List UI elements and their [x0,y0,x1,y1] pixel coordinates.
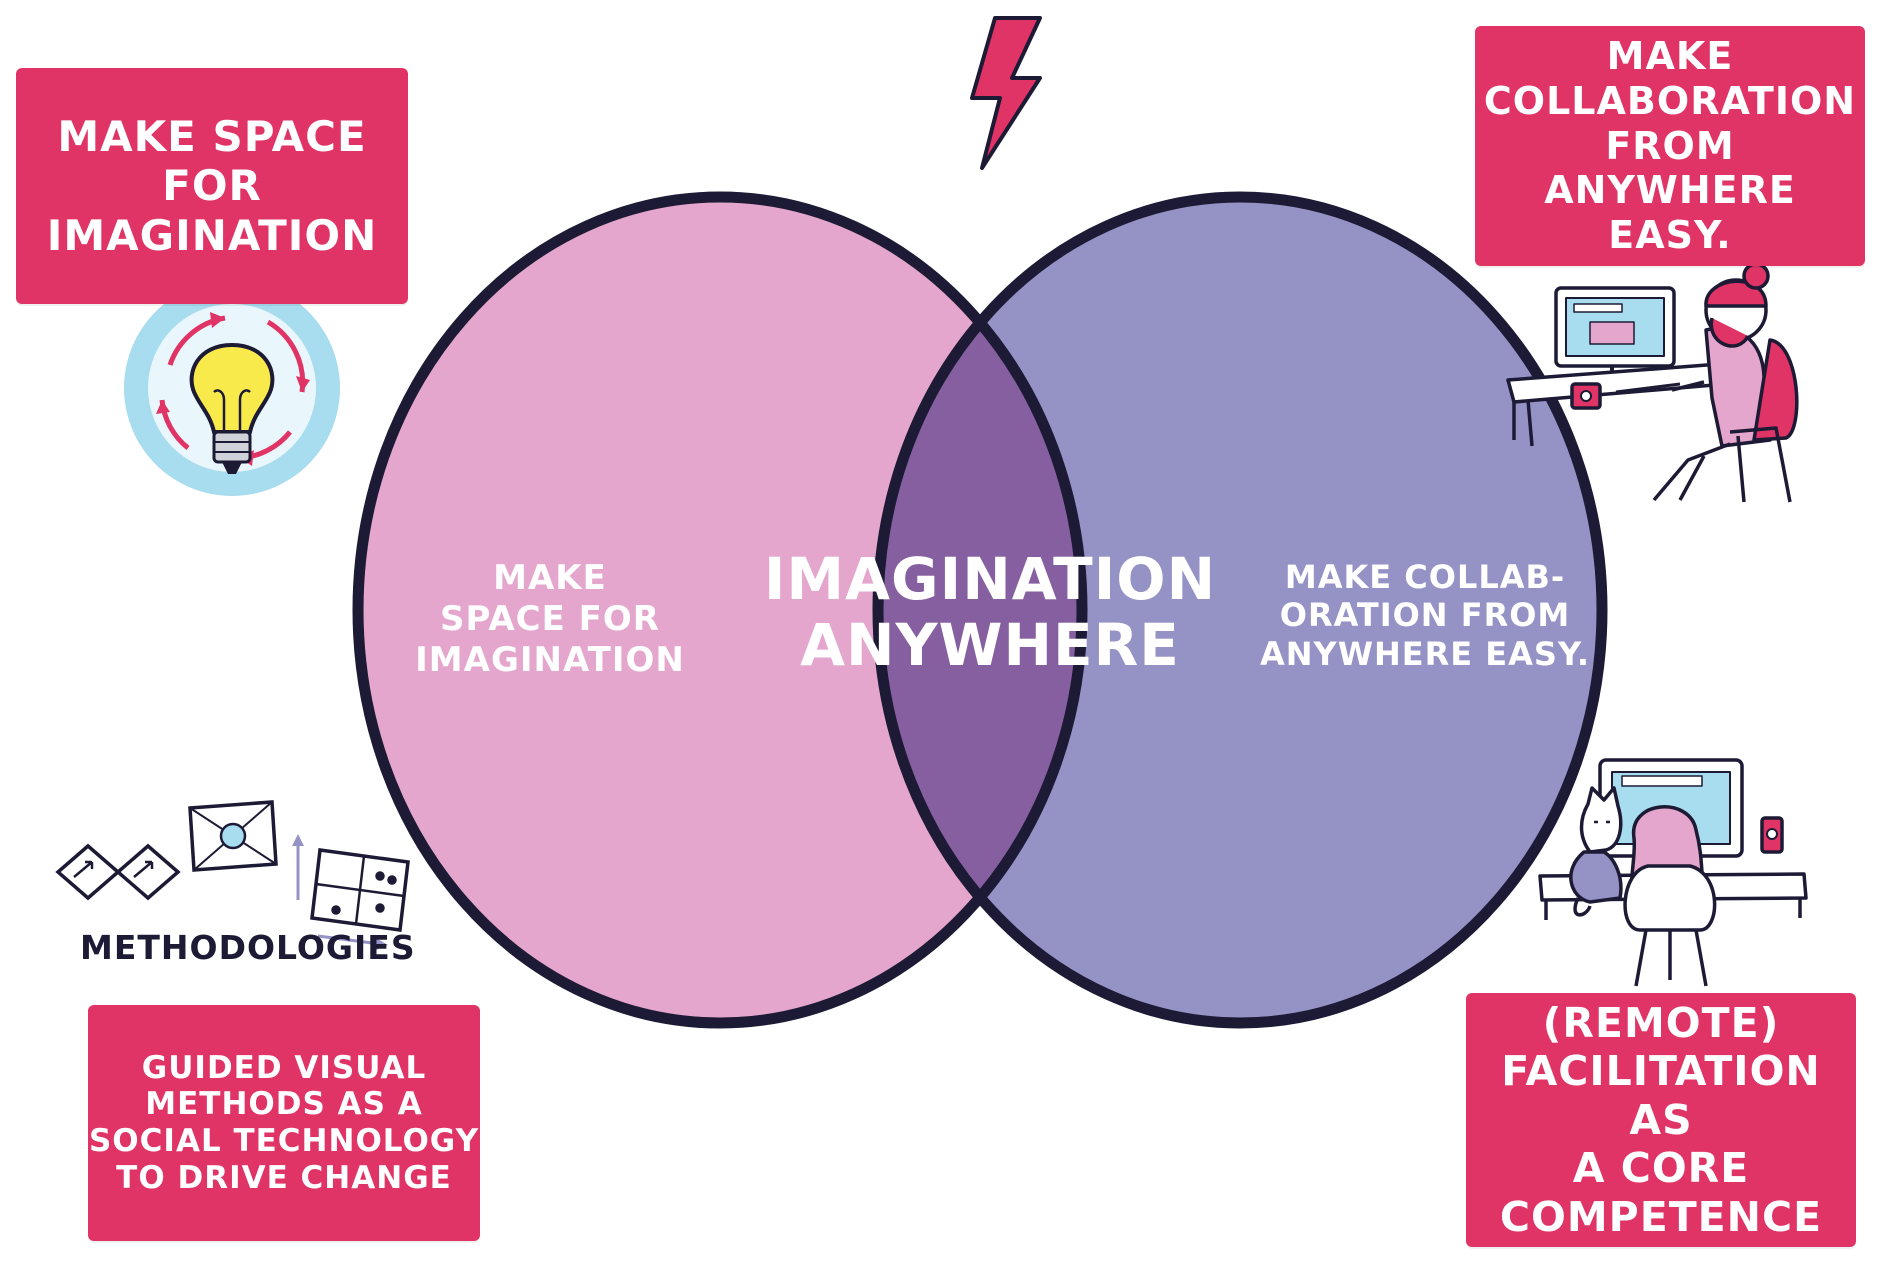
venn-right-text: MAKE COLLAB- ORATION FROM ANYWHERE EASY. [1260,558,1590,673]
remote-facilitation-label-box: (REMOTE) FACILITATION AS A CORE COMPETEN… [1466,993,1856,1247]
remote-worker-icon [1538,758,1808,987]
lightning-bolt-icon [970,16,1042,170]
person-at-desk-icon [1506,262,1799,503]
venn-left-circle [358,197,1082,1023]
guided-methods-label-box: GUIDED VISUAL METHODS AS A SOCIAL TECHNO… [88,1005,480,1241]
methodology-sketch-icon [55,800,410,950]
venn-circles [352,191,1608,1029]
make-space-label-box: MAKE SPACE FOR IMAGINATION [16,68,408,304]
lightbulb-icon [124,280,340,496]
methodologies-label: METHODOLOGIES [80,928,416,967]
make-collaboration-label-box: MAKE COLLABORATION FROM ANYWHERE EASY. [1475,26,1865,266]
venn-left-text: MAKE SPACE FOR IMAGINATION [415,558,685,680]
venn-center-title: IMAGINATION ANYWHERE [763,545,1217,680]
venn-right-circle [878,197,1602,1023]
